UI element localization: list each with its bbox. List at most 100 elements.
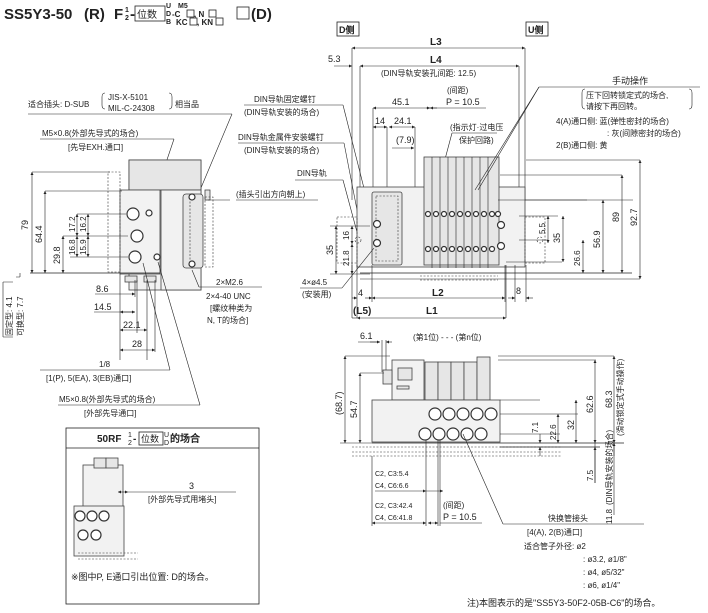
dim-35-left: 35 (325, 245, 335, 255)
front-pitch-value: P = 10.5 (443, 512, 477, 522)
screw-note1: [螺纹种类为 (210, 303, 252, 313)
pilot-exh-label: M5×0.8(外部先导式的场合) (42, 128, 139, 138)
inset-note: ※图中P, E通口引出位置: D的场合。 (71, 571, 214, 582)
dim-14-5: 14.5 (94, 302, 112, 312)
inset-u: U (164, 432, 169, 439)
plug-direction-label: (插头引出方向朝上) (236, 189, 306, 199)
front-ports-a (418, 427, 488, 441)
title-opt-d: D (166, 11, 171, 18)
dim-62-6: 62.6 (585, 395, 595, 413)
title-kc: KC (176, 18, 188, 27)
holes-label: 4×ø4.5 (302, 278, 328, 287)
inset-frac-b: 2 (128, 440, 132, 447)
side-view: 适合插头: D-SUB JIS-X-5101 MIL-C-24308 相当品 M… (2, 92, 318, 418)
screw-m26-label: 2×M2.6 (216, 278, 243, 287)
title-f: F (114, 6, 123, 23)
indicator-label2: 保护回路) (459, 135, 494, 145)
title-r: (R) (84, 6, 105, 23)
tube-od-3: : ø4, ø5/32" (583, 568, 625, 577)
title-dash: - (130, 6, 135, 23)
title-kn-box (215, 17, 224, 26)
replace-type-label: 可换型: 7.7 (15, 296, 25, 336)
dim-11-8: 11.8 (605, 508, 614, 524)
dim-6-1: 6.1 (360, 331, 373, 341)
inset-dash: - (133, 434, 136, 445)
manual-op-note2: 请按下再回转。 (586, 101, 642, 111)
front-ports-b (428, 407, 498, 421)
dim-17-2: 17.2 (68, 216, 77, 232)
front-view: 6.1 (第1位) - - - (第n位) (68.7) 54. (334, 331, 644, 590)
title-prefix: SS5Y3-50 (4, 6, 72, 23)
tube-od-2: : ø3.2, ø1/8" (583, 555, 627, 564)
dim-35-right: 35 (552, 233, 562, 243)
ext-pilot-sub: [外部先导通口] (84, 408, 136, 418)
l4-note: (DIN导轨安装孔间距: 12.5) (381, 68, 476, 78)
dim-4: 4 (358, 288, 363, 298)
stations-box (134, 5, 166, 22)
dim-22-6: 22.6 (549, 424, 558, 440)
inset-50rf: 50RF 1 2 - 位数 U D 的场合 3 [外部先导式用堵头] ※图中P,… (65, 427, 260, 605)
inset-title-pre: 50RF (97, 434, 121, 445)
manual-op-a-side: 4(A)通口侧: 蓝(弹性密封的场合) (556, 116, 669, 126)
side-horizontal-dims: 8.6 14.5 22.1 28 (94, 274, 156, 360)
indicator-label: (指示灯·过电压 (450, 122, 503, 132)
inset-suffix: 的场合 (170, 432, 201, 445)
manual-op-note1: 压下回转锁定式的场合, (586, 90, 668, 100)
title-kn: , KN (197, 18, 213, 27)
fitting-ports: [4(A), 2(B)通口] (527, 527, 582, 537)
connector-std2: MIL-C-24308 (108, 104, 155, 113)
dim-14: 14 (375, 116, 385, 126)
fixed-type-label: 固定型: 4.1 (4, 296, 14, 336)
dim-l2: L2 (432, 288, 444, 299)
title-c-box (186, 9, 195, 18)
model-title: SS5Y3-50 (R) F 1 2 - 位数 U D B M5 -C , N … (4, 3, 272, 27)
dim-64-4: 64.4 (34, 225, 44, 243)
inset-dim-3: 3 (189, 481, 194, 491)
dim-22-1: 22.1 (123, 320, 141, 330)
c46-6-6: C4, C6:6.6 (375, 483, 409, 490)
inset-frac-t: 1 (128, 432, 132, 439)
title-c: -C (172, 10, 181, 19)
top-pitch-value: P = 10.5 (446, 97, 480, 107)
dim-68-3: 68.3 (604, 390, 614, 408)
d-side-label: D侧 (339, 24, 355, 35)
dim-7-9: (7.9) (396, 135, 415, 145)
title-n: , N (194, 10, 204, 19)
u-side-label: U侧 (528, 24, 544, 35)
title-stations: 位数 (137, 8, 157, 21)
dim-l3: L3 (430, 37, 442, 48)
dim-l4: L4 (430, 55, 442, 66)
din-bracket-sub: (DIN导轨安装的场合) (244, 145, 319, 155)
dim-54-7: 54.7 (349, 400, 359, 418)
title-option-box (236, 6, 250, 20)
din-screw-sub: (DIN导轨安装的场合) (244, 107, 319, 117)
dim-5-5: 5.5 (538, 222, 547, 234)
dim-15-9: 15.9 (79, 239, 88, 255)
valve-stations (431, 157, 489, 268)
dim-56-9: 56.9 (592, 230, 602, 248)
dim-24-1: 24.1 (394, 116, 412, 126)
screw-unc-label: 2×4-40 UNC (206, 292, 251, 301)
holes-sub: (安装用) (302, 289, 332, 299)
inset-d: D (164, 440, 169, 447)
manual-op-a-side2: : 灰(间隙密封的场合) (607, 128, 681, 138)
din-mount-note: (DIN导轨安装的场合) (604, 430, 614, 505)
title-d: (D) (251, 6, 272, 23)
ports-label: [1(P), 5(EA), 3(EB)通口] (46, 373, 131, 383)
dim-92-7: 92.7 (629, 208, 639, 226)
ports-size: 1/8 (99, 360, 111, 369)
side-vertical-dims: 79 64.4 29.8 17.2 16.8 16.2 15.9 (20, 171, 160, 274)
dim-l5: (L5) (353, 306, 371, 317)
dim-68-3-note: (滑动锁定式手动操作) (615, 358, 625, 436)
dim-89: 89 (611, 212, 621, 222)
title-kc-box (189, 17, 198, 26)
front-valve-stations (424, 356, 491, 401)
title-n-box (208, 9, 217, 18)
dim-26-6: 26.6 (573, 250, 582, 266)
ext-pilot-label: M5×0.8(外部先导式的场合) (59, 394, 156, 404)
din-bracket-label: DIN导轨金属件安装螺钉 (238, 132, 324, 142)
title-m5: M5 (178, 3, 188, 10)
top-pitch-label: (间距) (447, 86, 469, 95)
tube-od-4: : ø6, ø1/4" (583, 581, 620, 590)
